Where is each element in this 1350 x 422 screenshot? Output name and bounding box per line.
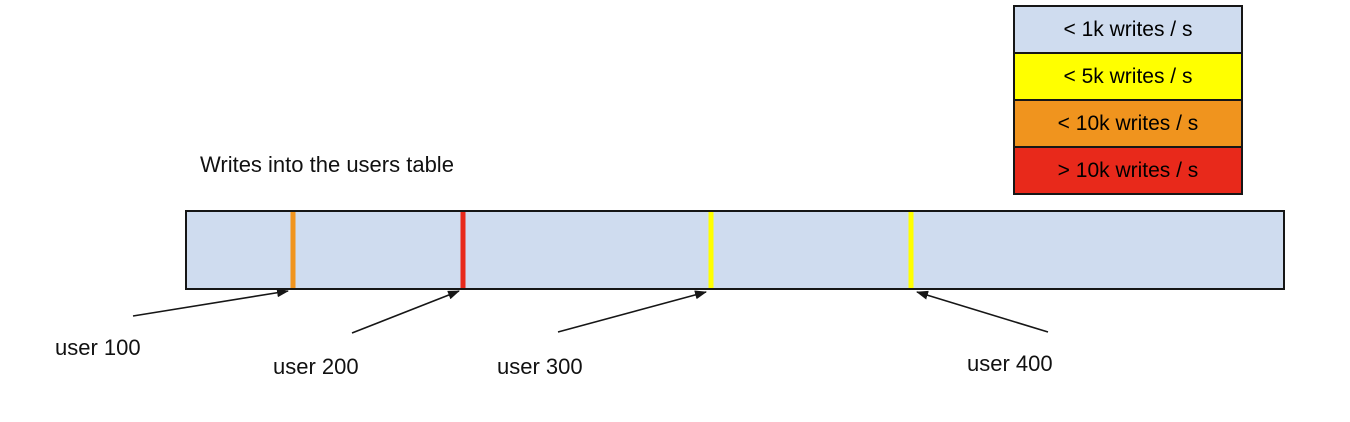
legend-item-label: < 10k writes / s <box>1057 111 1199 135</box>
arrow-user-300 <box>557 290 707 333</box>
label-user-100: user 100 <box>55 335 141 360</box>
label-user-400: user 400 <box>967 351 1053 376</box>
marker-user-100 <box>290 212 296 288</box>
label-user-200: user 200 <box>273 354 359 379</box>
marker-user-400 <box>908 212 914 288</box>
legend-item-lt-10k: < 10k writes / s <box>1013 99 1243 148</box>
legend-item-label: < 1k writes / s <box>1063 17 1193 41</box>
legend-item-label: > 10k writes / s <box>1057 158 1199 182</box>
arrow-user-200 <box>351 290 460 334</box>
arrow-user-400 <box>916 290 1049 333</box>
legend: < 1k writes / s < 5k writes / s < 10k wr… <box>1013 5 1243 195</box>
legend-item-lt-5k: < 5k writes / s <box>1013 52 1243 101</box>
legend-item-label: < 5k writes / s <box>1063 64 1193 88</box>
diagram-title: Writes into the users table <box>200 152 454 177</box>
marker-user-200 <box>460 212 466 288</box>
legend-item-gt-10k: > 10k writes / s <box>1013 146 1243 195</box>
arrow-user-100 <box>132 288 289 317</box>
label-user-300: user 300 <box>497 354 583 379</box>
users-table-bar <box>185 210 1285 290</box>
marker-user-300 <box>708 212 714 288</box>
legend-item-lt-1k: < 1k writes / s <box>1013 5 1243 54</box>
